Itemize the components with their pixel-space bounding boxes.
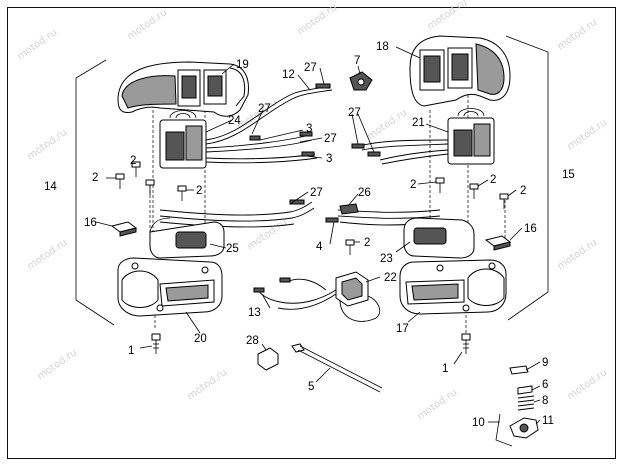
watermark: motod.ru — [245, 217, 289, 252]
callout-27-right: 27 — [348, 107, 361, 119]
left-lower-clamp — [117, 257, 223, 317]
callout-3-b: 3 — [326, 153, 332, 165]
callout-26: 26 — [358, 187, 371, 199]
callout-12: 12 — [282, 69, 295, 81]
callout-27-top: 27 — [304, 62, 317, 74]
watermark: motod.ru — [25, 127, 69, 162]
watermark: motod.ru — [555, 17, 599, 52]
callout-16-right: 16 — [524, 223, 537, 235]
left-switch-body — [159, 110, 207, 169]
callout-2-b: 2 — [130, 155, 136, 167]
leader-lines — [95, 46, 541, 425]
callout-14: 14 — [44, 181, 57, 193]
callout-17: 17 — [396, 323, 409, 335]
callout-27-lower: 27 — [310, 187, 323, 199]
right-switch-body — [447, 108, 495, 165]
bracket-14 — [75, 59, 115, 326]
middle-wire-harness — [159, 199, 441, 228]
callout-24: 24 — [228, 115, 241, 127]
adjuster-parts — [495, 365, 539, 447]
watermark: motod.ru — [415, 387, 459, 422]
callout-1-right: 1 — [442, 363, 448, 375]
callout-4: 4 — [316, 241, 323, 253]
wire-clip — [349, 71, 373, 91]
watermark: motod.ru — [555, 237, 599, 272]
watermark: motod.ru — [15, 27, 59, 62]
watermark: motod.ru — [295, 2, 339, 37]
callout-28: 28 — [246, 335, 259, 347]
callout-6: 6 — [542, 379, 548, 391]
callout-2-d: 2 — [410, 179, 416, 191]
callout-labels: 19 18 12 27 7 24 27 3 27 3 27 21 27 26 4… — [44, 41, 575, 429]
callout-5: 5 — [308, 381, 314, 393]
callout-25: 25 — [226, 243, 239, 255]
callout-2-c: 2 — [196, 185, 202, 197]
callout-15: 15 — [562, 169, 575, 181]
watermark: motod.ru — [365, 107, 409, 142]
callout-13: 13 — [248, 307, 261, 319]
callout-7: 7 — [354, 55, 360, 67]
callout-19: 19 — [236, 59, 249, 71]
watermark: motod.ru — [185, 367, 229, 402]
callout-10: 10 — [472, 417, 485, 429]
left-switch-cover — [117, 61, 249, 117]
watermark: motod.ru — [35, 347, 79, 382]
callout-1-left: 1 — [128, 345, 134, 357]
right-switch-cover — [409, 35, 511, 107]
center-switch — [253, 271, 381, 322]
watermark: motod.ru — [565, 367, 609, 402]
callout-2-f: 2 — [520, 185, 526, 197]
callout-3-a: 3 — [306, 123, 312, 135]
bracket-15 — [505, 35, 549, 321]
assembly-brackets — [75, 35, 549, 326]
callout-16-left: 16 — [84, 217, 97, 229]
diagram-frame — [7, 7, 616, 459]
callout-2-e: 2 — [490, 174, 496, 186]
callout-8: 8 — [542, 395, 548, 407]
right-switch-housing — [403, 217, 475, 259]
callout-23: 23 — [380, 253, 393, 265]
callout-11: 11 — [542, 415, 554, 427]
callout-18: 18 — [376, 41, 389, 53]
callout-27-left: 27 — [258, 103, 271, 115]
callout-27-mid: 27 — [324, 133, 337, 145]
screws — [115, 161, 509, 354]
watermark: motod.ru — [125, 7, 169, 42]
callout-20: 20 — [194, 333, 207, 345]
right-wire-harness — [351, 139, 449, 165]
left-switch-housing — [149, 217, 225, 259]
callout-9: 9 — [542, 357, 548, 369]
right-lower-clamp — [399, 259, 507, 315]
watermark: motod.ru — [25, 237, 69, 272]
left-wire-harness — [205, 83, 333, 164]
connector-and-tie — [257, 343, 383, 393]
watermark: motod.ru — [565, 117, 609, 152]
callout-22: 22 — [384, 272, 397, 284]
callout-2-g: 2 — [364, 237, 370, 249]
callout-21: 21 — [412, 117, 425, 129]
rubber-pads — [110, 221, 512, 251]
callout-2-a: 2 — [92, 172, 98, 184]
watermark: motod.ru — [425, 0, 469, 32]
